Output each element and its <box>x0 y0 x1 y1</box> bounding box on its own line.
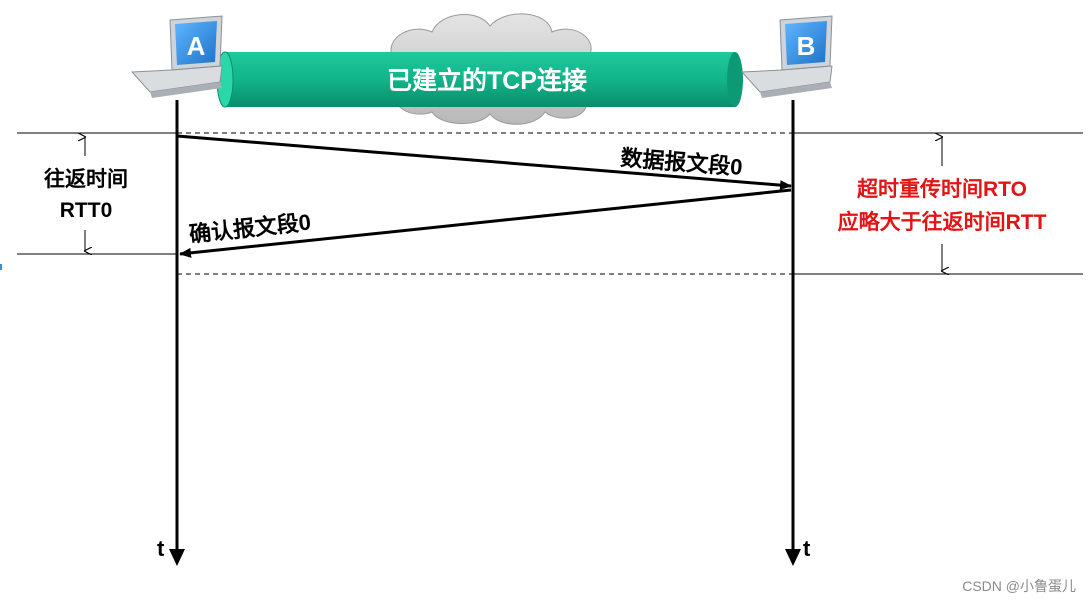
host-a-label: A <box>187 31 206 61</box>
time-label-a: t <box>157 536 165 561</box>
rto-label-line1: 超时重传时间RTO <box>857 178 1027 201</box>
time-label-b: t <box>803 536 811 561</box>
laptop-b-icon: B <box>740 15 833 98</box>
data-segment-arrow <box>176 134 792 191</box>
time-axis-a-arrowhead <box>169 549 185 566</box>
rtt-label-line2: RTT0 <box>60 199 113 222</box>
laptop-a-icon: A <box>130 15 223 98</box>
rtt-label-line1: 往返时间 <box>44 167 128 191</box>
ack-segment-arrow <box>179 188 792 258</box>
rto-label-line2: 应略大于往返时间RTT <box>838 210 1047 234</box>
tcp-connection-tube: 已建立的TCP连接 <box>216 51 743 108</box>
time-axis-b-arrowhead <box>785 549 801 566</box>
watermark: CSDN @小鲁蛋儿 <box>962 578 1076 594</box>
connection-label: 已建立的TCP连接 <box>387 66 587 95</box>
host-b-label: B <box>797 31 816 61</box>
